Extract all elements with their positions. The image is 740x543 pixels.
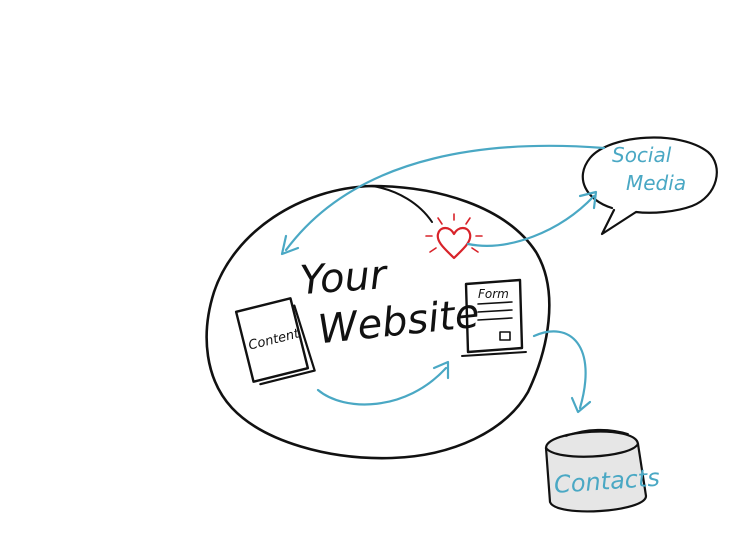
arrow-social-to-website	[284, 144, 606, 252]
arrow-heart-to-social	[466, 194, 596, 247]
website-label-line1: Your	[298, 252, 390, 304]
arrow-content-to-form-head	[432, 360, 450, 380]
content-card-shadow	[259, 304, 316, 386]
arrow-heart-to-social-head	[578, 190, 598, 210]
form-field-line-1	[477, 301, 513, 305]
heart-rays	[425, 213, 483, 253]
heart-shape	[436, 226, 472, 260]
heart-icon	[425, 213, 483, 260]
content-card-frame	[234, 297, 310, 383]
blob-top-stroke	[371, 185, 433, 223]
form-field-line-2	[477, 309, 513, 313]
website-blob	[205, 184, 551, 460]
social-label-line1: Social	[612, 143, 672, 167]
contacts-database-icon: Contacts	[544, 428, 661, 513]
form-card-shadow	[461, 351, 527, 357]
form-card-label: Form	[478, 287, 509, 301]
arrow-content-to-form	[316, 366, 448, 406]
arrow-form-to-contacts-head	[570, 396, 592, 414]
form-field-line-3	[477, 317, 513, 321]
form-submit-box	[499, 331, 511, 341]
form-card: Form	[461, 278, 527, 357]
form-card-frame	[464, 278, 524, 354]
content-card: Content	[234, 297, 316, 386]
arrow-social-to-website-head	[280, 234, 300, 256]
social-bubble	[581, 136, 718, 236]
contacts-top-ellipse	[544, 442, 640, 458]
contacts-lid-scribble	[565, 428, 629, 437]
arrow-form-to-contacts	[532, 330, 587, 410]
social-label-line2: Media	[626, 171, 686, 195]
content-card-label: Content	[247, 326, 302, 353]
